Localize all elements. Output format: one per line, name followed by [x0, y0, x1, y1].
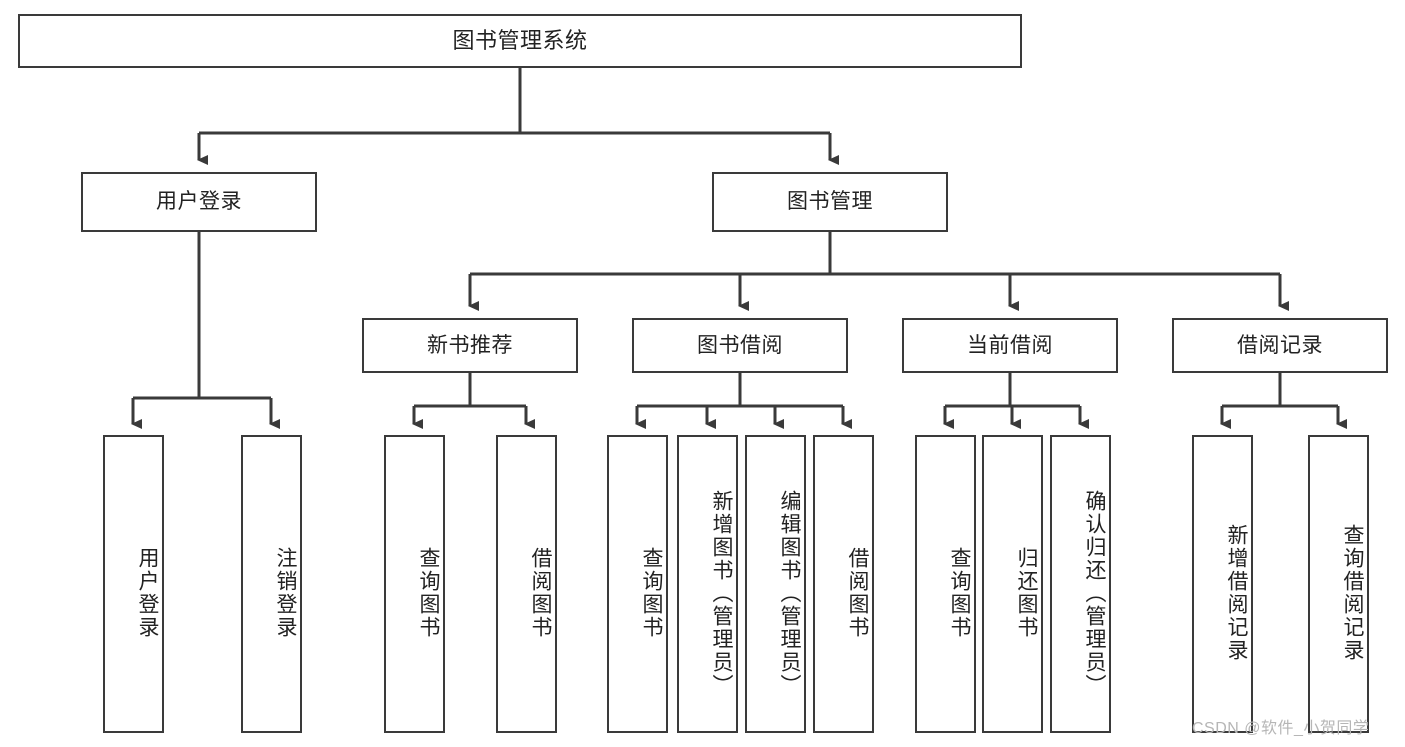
node-label: 图书管理系统 — [452, 27, 588, 53]
node-book-management[interactable]: 图书管理 — [712, 172, 948, 232]
leaf-query-book-current[interactable]: 查询图书 — [915, 435, 976, 733]
leaf-edit-book-admin[interactable]: 编辑图书（管理员） — [745, 435, 806, 733]
node-label: 归还图书 — [1015, 547, 1038, 639]
leaf-logout-login[interactable]: 注销登录 — [241, 435, 302, 733]
node-user-login[interactable]: 用户登录 — [81, 172, 317, 232]
node-label: 借阅图书 — [846, 547, 869, 639]
node-label: 新书推荐 — [427, 333, 513, 357]
node-current-borrow[interactable]: 当前借阅 — [902, 318, 1118, 373]
node-borrow-record[interactable]: 借阅记录 — [1172, 318, 1388, 373]
leaf-confirm-return-admin[interactable]: 确认归还（管理员） — [1050, 435, 1111, 733]
node-label: 查询图书 — [948, 547, 971, 639]
node-label: 查询借阅记录 — [1341, 524, 1364, 662]
node-new-book-recommend[interactable]: 新书推荐 — [362, 318, 578, 373]
leaf-user-login[interactable]: 用户登录 — [103, 435, 164, 733]
node-label: 新增借阅记录 — [1225, 524, 1248, 662]
node-book-borrow[interactable]: 图书借阅 — [632, 318, 848, 373]
leaf-query-borrow-record[interactable]: 查询借阅记录 — [1308, 435, 1369, 733]
node-label: 图书借阅 — [697, 333, 783, 357]
node-label: 注销登录 — [274, 547, 297, 639]
node-label: 新增图书（管理员） — [710, 489, 733, 697]
node-root-book-management-system[interactable]: 图书管理系统 — [18, 14, 1022, 68]
watermark-text: CSDN @软件_小贺同学 — [1192, 720, 1370, 737]
node-label: 查询图书 — [417, 547, 440, 639]
leaf-borrow-book[interactable]: 借阅图书 — [813, 435, 874, 733]
node-label: 查询图书 — [640, 547, 663, 639]
node-label: 借阅图书 — [529, 547, 552, 639]
node-label: 借阅记录 — [1237, 333, 1323, 357]
node-label: 图书管理 — [787, 190, 873, 214]
leaf-add-borrow-record[interactable]: 新增借阅记录 — [1192, 435, 1253, 733]
leaf-borrow-book-recommend[interactable]: 借阅图书 — [496, 435, 557, 733]
node-label: 当前借阅 — [967, 333, 1053, 357]
leaf-query-book-recommend[interactable]: 查询图书 — [384, 435, 445, 733]
leaf-return-book[interactable]: 归还图书 — [982, 435, 1043, 733]
node-label: 编辑图书（管理员） — [778, 489, 801, 697]
node-label: 用户登录 — [156, 190, 242, 214]
node-label: 用户登录 — [136, 547, 159, 639]
node-label: 确认归还（管理员） — [1083, 489, 1106, 697]
leaf-add-book-admin[interactable]: 新增图书（管理员） — [677, 435, 738, 733]
leaf-query-book-borrow[interactable]: 查询图书 — [607, 435, 668, 733]
